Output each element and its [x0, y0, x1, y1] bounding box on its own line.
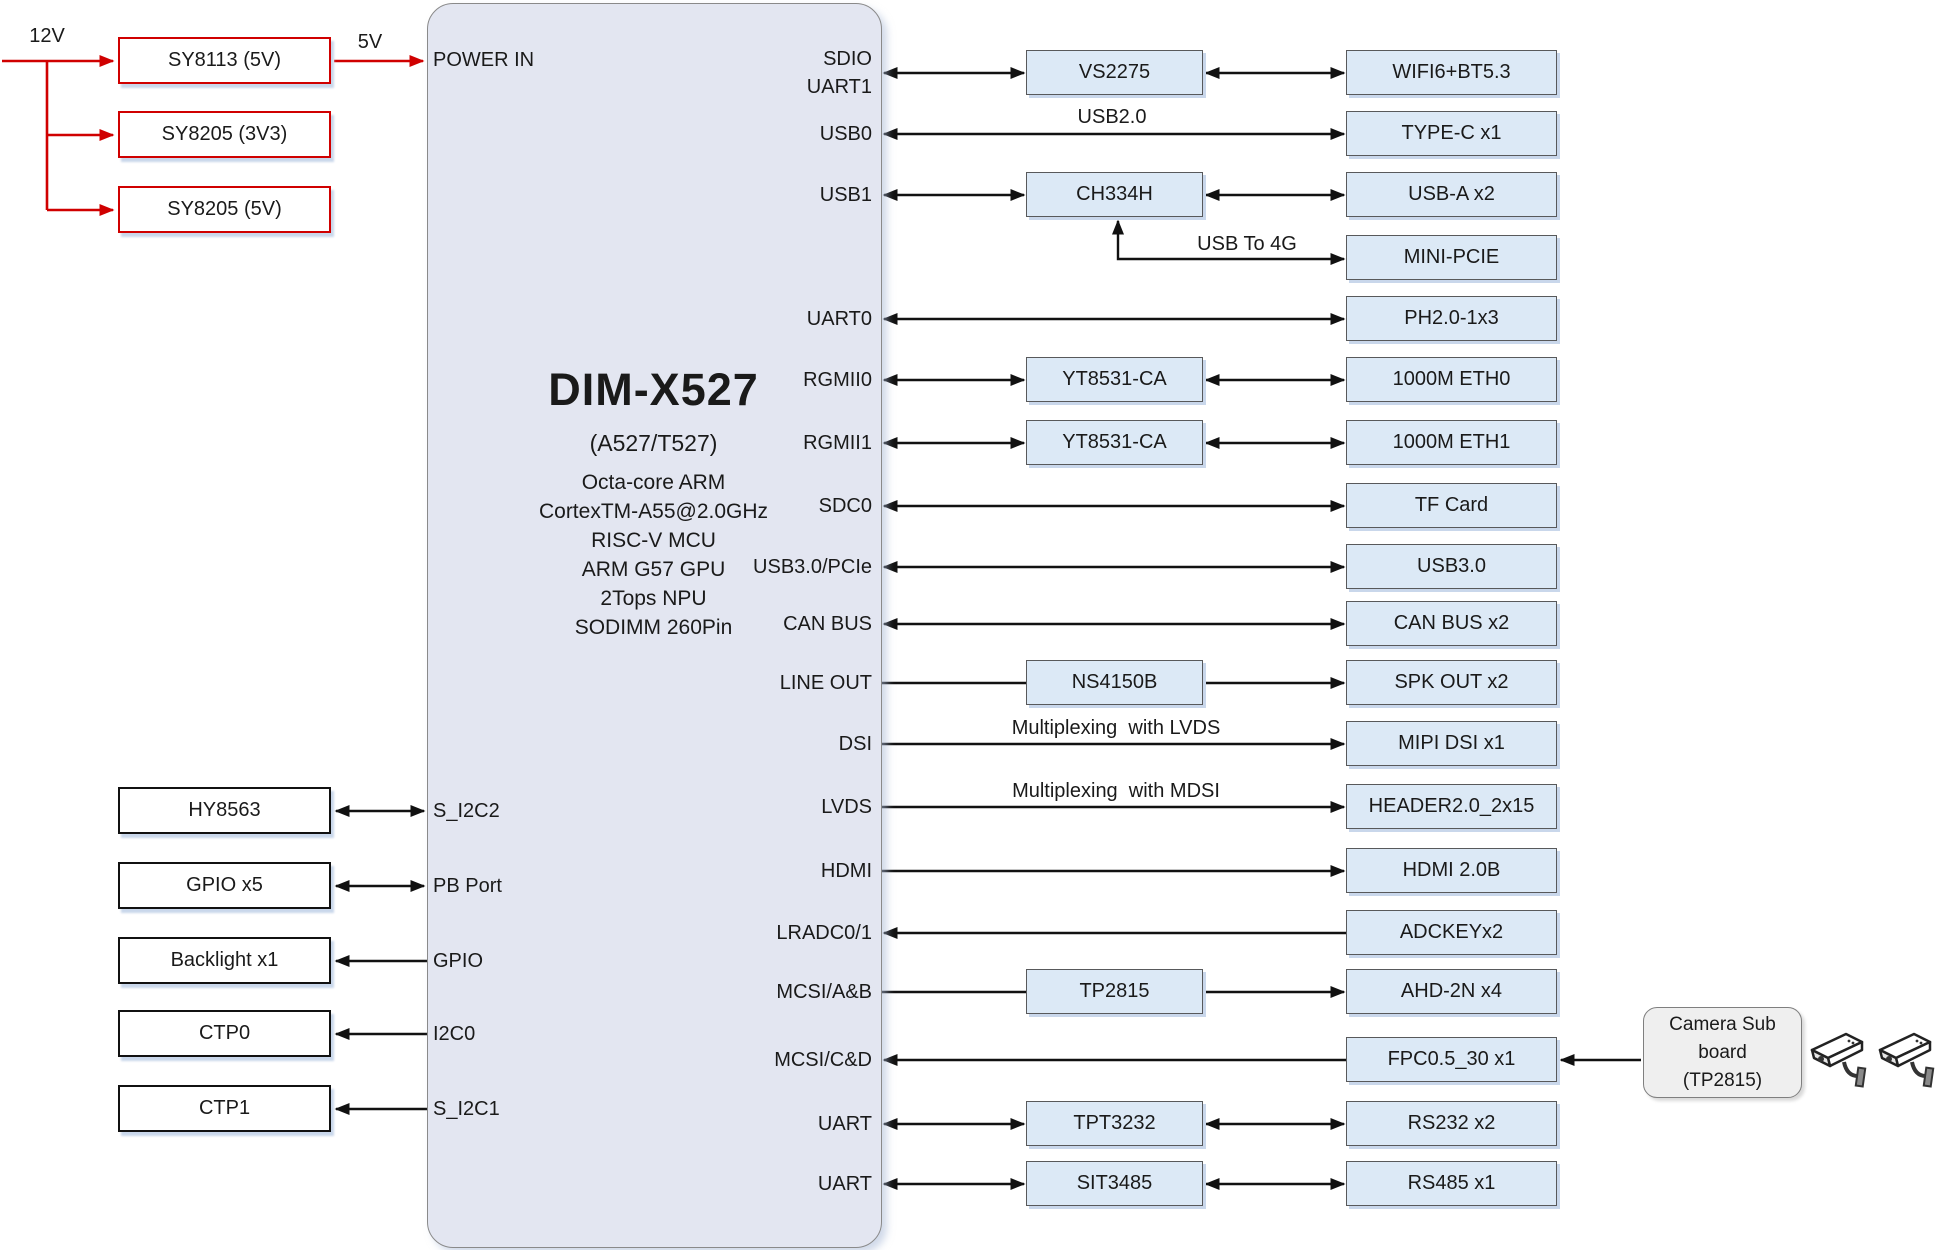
label-12v: 12V [29, 25, 65, 47]
port-uart-rs485: UART [817, 1173, 872, 1195]
port-pb-port: PB Port [433, 875, 502, 897]
port-lradc01: LRADC0/1 [776, 922, 872, 944]
bridge-yt8531-1: YT8531-CA [1026, 420, 1203, 465]
peripheral-rs485: RS485 x1 [1346, 1161, 1557, 1206]
peripheral-wifi-bt: WIFI6+BT5.3 [1346, 50, 1557, 95]
bridge-sit3485: SIT3485 [1026, 1161, 1203, 1206]
port-s-i2c1: S_I2C1 [433, 1098, 500, 1120]
wire-usb-to-4g [1112, 219, 1346, 265]
bridge-tpt3232: TPT3232 [1026, 1101, 1203, 1146]
regulator-sy8205-3v3: SY8205 (3V3) [118, 111, 331, 158]
chip-specs: Octa-core ARM CortexTM-A55@2.0GHz RISC-V… [538, 471, 769, 639]
port-can-bus: CAN BUS [783, 613, 872, 635]
peripheral-mini-pcie: MINI-PCIE [1346, 235, 1557, 280]
port-rgmii1: RGMII1 [803, 432, 872, 454]
port-mcsi-cd: MCSI/C&D [774, 1049, 872, 1071]
port-rgmii0: RGMII0 [803, 369, 872, 391]
peripheral-usb-a: USB-A x2 [1346, 172, 1557, 217]
camera-sub-board: Camera Sub board (TP2815) [1643, 1007, 1802, 1098]
device-backlight: Backlight x1 [118, 937, 331, 984]
peripheral-spk-out: SPK OUT x2 [1346, 660, 1557, 705]
regulator-sy8113: SY8113 (5V) [118, 37, 331, 84]
label-5v: 5V [357, 31, 383, 53]
device-ctp1: CTP1 [118, 1085, 331, 1132]
label-mux-mdsi: Multiplexing with MDSI [1012, 780, 1220, 802]
port-i2c0: I2C0 [433, 1023, 476, 1045]
port-power-in: POWER IN [433, 49, 535, 71]
port-usb1: USB1 [819, 184, 872, 206]
port-sdio-uart1: SDIO UART1 [806, 48, 872, 98]
port-usb0: USB0 [819, 123, 872, 145]
port-gpio: GPIO [433, 950, 484, 972]
port-sdc0: SDC0 [818, 495, 872, 517]
bridge-yt8531-0: YT8531-CA [1026, 357, 1203, 402]
cctv-camera-icon [1878, 1032, 1935, 1088]
peripheral-rs232: RS232 x2 [1346, 1101, 1557, 1146]
peripheral-usb30: USB3.0 [1346, 544, 1557, 589]
cctv-camera-icon [1810, 1032, 1867, 1088]
chip-subtitle: (A527/T527) [589, 430, 718, 456]
port-s-i2c2: S_I2C2 [433, 800, 500, 822]
som-chip-body [427, 3, 882, 1248]
device-ctp0: CTP0 [118, 1010, 331, 1057]
port-uart0: UART0 [806, 308, 872, 330]
peripheral-tf-card: TF Card [1346, 483, 1557, 528]
bridge-vs2275: VS2275 [1026, 50, 1203, 95]
port-usb30-pcie: USB3.0/PCIe [753, 556, 872, 578]
port-line-out: LINE OUT [779, 672, 872, 694]
port-lvds: LVDS [821, 796, 872, 818]
label-mux-lvds: Multiplexing with LVDS [1011, 717, 1221, 739]
peripheral-canbus: CAN BUS x2 [1346, 601, 1557, 646]
bridge-ns4150b: NS4150B [1026, 660, 1203, 705]
peripheral-hdmi: HDMI 2.0B [1346, 848, 1557, 893]
label-usb-to-4g: USB To 4G [1197, 233, 1297, 255]
peripheral-ph20: PH2.0-1x3 [1346, 296, 1557, 341]
peripheral-eth1: 1000M ETH1 [1346, 420, 1557, 465]
device-gpio-x5: GPIO x5 [118, 862, 331, 909]
chip-title: DIM-X527 [548, 364, 759, 415]
bridge-tp2815: TP2815 [1026, 969, 1203, 1014]
port-hdmi: HDMI [820, 860, 872, 882]
peripheral-ahd: AHD-2N x4 [1346, 969, 1557, 1014]
peripheral-type-c: TYPE-C x1 [1346, 111, 1557, 156]
peripheral-mipi-dsi: MIPI DSI x1 [1346, 721, 1557, 766]
peripheral-fpc: FPC0.5_30 x1 [1346, 1037, 1557, 1082]
device-hy8563: HY8563 [118, 787, 331, 834]
peripheral-header20: HEADER2.0_2x15 [1346, 784, 1557, 829]
peripheral-adckey: ADCKEYx2 [1346, 910, 1557, 955]
port-dsi: DSI [838, 733, 872, 755]
peripheral-eth0: 1000M ETH0 [1346, 357, 1557, 402]
bridge-ch334h: CH334H [1026, 172, 1203, 217]
label-usb20: USB2.0 [1077, 106, 1147, 128]
port-uart-rs232: UART [817, 1113, 872, 1135]
regulator-sy8205-5v: SY8205 (5V) [118, 186, 331, 233]
port-mcsi-ab: MCSI/A&B [776, 981, 872, 1003]
